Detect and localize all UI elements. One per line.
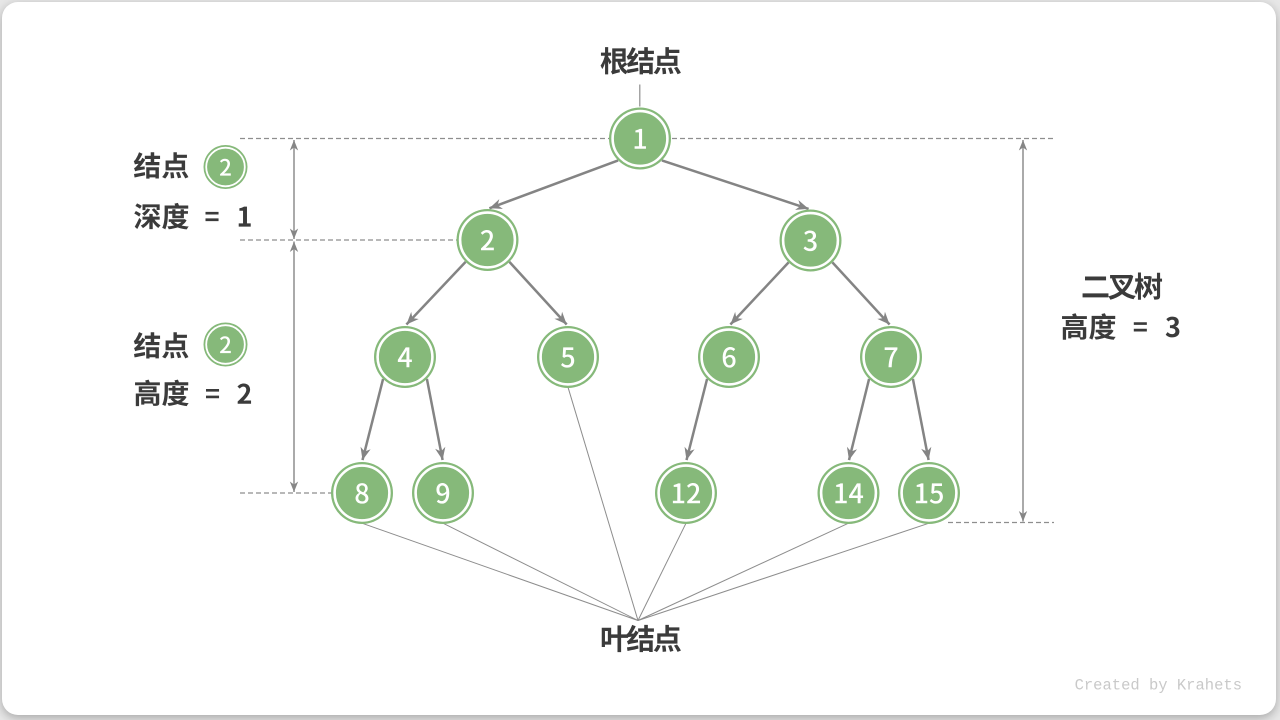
svg-text:Created by Krahets: Created by Krahets — [1075, 677, 1242, 695]
